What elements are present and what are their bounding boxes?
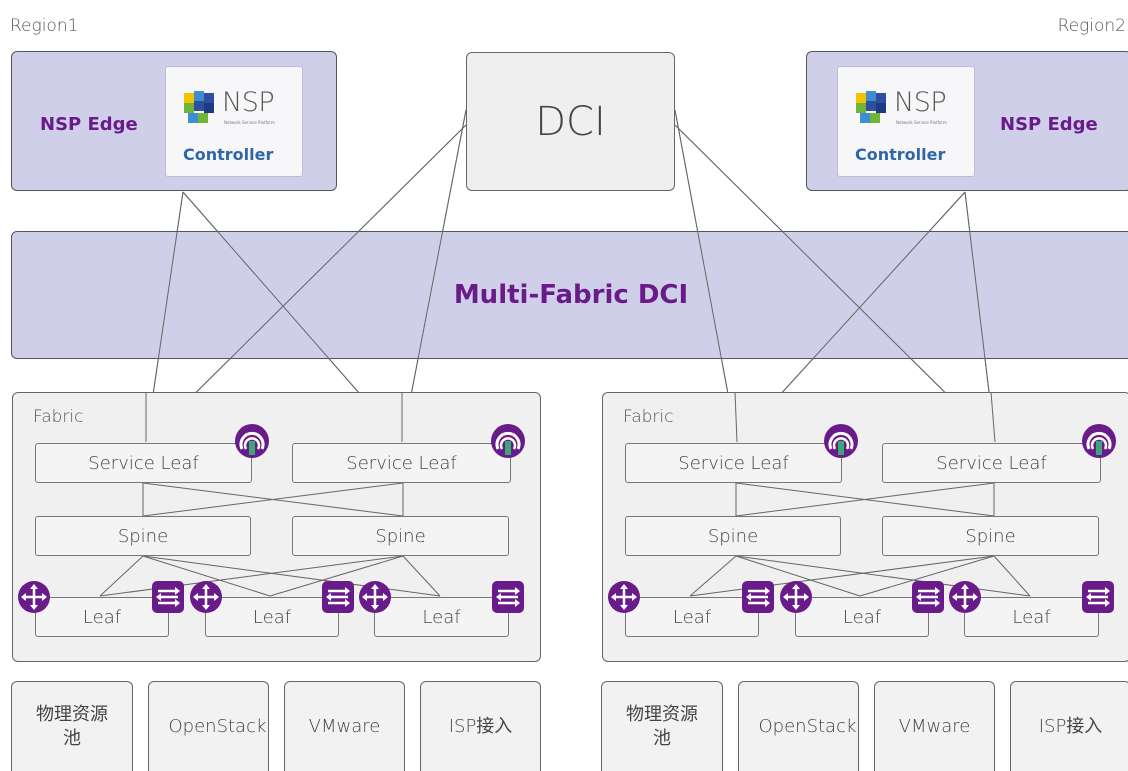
router-icon <box>949 581 981 613</box>
fabric-label: Fabric <box>33 407 84 427</box>
nsp-logo-text: NSP <box>894 87 947 118</box>
resource-box[interactable]: 物理资源池 <box>11 681 133 771</box>
nsp-controller-left[interactable]: NSP Network Service Platform Controller <box>165 66 303 177</box>
resource-label: 物理资源池 <box>36 704 108 749</box>
resource-label: ISP接入 <box>1038 715 1103 737</box>
region1-label: Region1 <box>10 16 79 36</box>
router-icon <box>359 581 391 613</box>
region2-label: Region2 <box>1057 16 1126 36</box>
service-insertion-icon <box>1082 424 1116 458</box>
spine-node[interactable]: Spine <box>625 516 841 556</box>
spine-label: Spine <box>965 525 1016 547</box>
spine-node[interactable]: Spine <box>292 516 509 556</box>
switch-icon <box>742 581 774 613</box>
nsp-edge-left-label: NSP Edge <box>40 114 138 135</box>
resource-box[interactable]: VMware <box>874 681 995 771</box>
service-leaf-node[interactable]: Service Leaf <box>882 443 1101 483</box>
service-leaf-node[interactable]: Service Leaf <box>292 443 511 483</box>
service-leaf-label: Service Leaf <box>88 452 199 474</box>
leaf-label: Leaf <box>82 606 122 628</box>
spine-node[interactable]: Spine <box>882 516 1099 556</box>
resource-box[interactable]: VMware <box>284 681 405 771</box>
router-icon <box>18 581 50 613</box>
leaf-label: Leaf <box>842 606 882 628</box>
dci-box[interactable]: DCI <box>466 52 675 191</box>
leaf-node[interactable]: Leaf <box>795 597 929 637</box>
leaf-node[interactable]: Leaf <box>205 597 339 637</box>
spine-label: Spine <box>117 525 169 547</box>
service-insertion-icon <box>824 424 858 458</box>
multi-fabric-dci-label: Multi-Fabric DCI <box>453 280 689 310</box>
resource-box[interactable]: OpenStack <box>738 681 859 771</box>
dci-label: DCI <box>535 98 606 145</box>
nsp-edge-left[interactable]: NSP Edge NSP Network Service Platform Co… <box>11 51 337 191</box>
service-leaf-node[interactable]: Service Leaf <box>625 443 842 483</box>
nsp-logo-subtext: Network Service Platform <box>896 120 947 125</box>
resource-label: VMware <box>308 715 381 737</box>
leaf-label: Leaf <box>252 606 292 628</box>
nsp-edge-right-label: NSP Edge <box>1000 114 1098 135</box>
resource-label: VMware <box>898 715 971 737</box>
switch-icon <box>322 581 354 613</box>
switch-icon <box>492 581 524 613</box>
service-leaf-label: Service Leaf <box>936 452 1047 474</box>
spine-label: Spine <box>375 525 426 547</box>
service-leaf-label: Service Leaf <box>346 452 457 474</box>
multi-fabric-dci-band[interactable]: Multi-Fabric DCI <box>11 231 1128 359</box>
leaf-node[interactable]: Leaf <box>625 597 759 637</box>
router-icon <box>190 581 222 613</box>
service-leaf-label: Service Leaf <box>678 452 789 474</box>
resource-box[interactable]: OpenStack <box>148 681 269 771</box>
leaf-node[interactable]: Leaf <box>35 597 169 637</box>
nsp-logo-text: NSP <box>222 87 275 118</box>
nsp-cube-logo-icon <box>184 91 214 123</box>
switch-icon <box>912 581 944 613</box>
controller-label: Controller <box>855 145 946 164</box>
service-insertion-icon <box>491 424 525 458</box>
fabric-label: Fabric <box>623 407 674 427</box>
leaf-node[interactable]: Leaf <box>374 597 509 637</box>
resource-label: 物理资源池 <box>626 704 698 749</box>
nsp-edge-right[interactable]: NSP Network Service Platform Controller … <box>806 51 1128 191</box>
spine-node[interactable]: Spine <box>35 516 251 556</box>
router-icon <box>780 581 812 613</box>
resource-label: OpenStack <box>758 715 857 737</box>
service-insertion-icon <box>235 424 269 458</box>
leaf-label: Leaf <box>422 606 461 628</box>
switch-icon <box>1082 581 1114 613</box>
resource-label: ISP接入 <box>448 715 513 737</box>
switch-icon <box>152 581 184 613</box>
service-leaf-node[interactable]: Service Leaf <box>35 443 252 483</box>
resource-box[interactable]: 物理资源池 <box>601 681 723 771</box>
router-icon <box>608 581 640 613</box>
resource-box[interactable]: ISP接入 <box>1010 681 1128 771</box>
nsp-cube-logo-icon <box>856 91 886 123</box>
resource-box[interactable]: ISP接入 <box>420 681 541 771</box>
resource-label: OpenStack <box>168 715 267 737</box>
leaf-label: Leaf <box>1012 606 1051 628</box>
leaf-label: Leaf <box>672 606 712 628</box>
nsp-controller-right[interactable]: NSP Network Service Platform Controller <box>837 66 975 177</box>
controller-label: Controller <box>183 145 274 164</box>
spine-label: Spine <box>707 525 759 547</box>
nsp-logo-subtext: Network Service Platform <box>224 120 275 125</box>
leaf-node[interactable]: Leaf <box>964 597 1099 637</box>
